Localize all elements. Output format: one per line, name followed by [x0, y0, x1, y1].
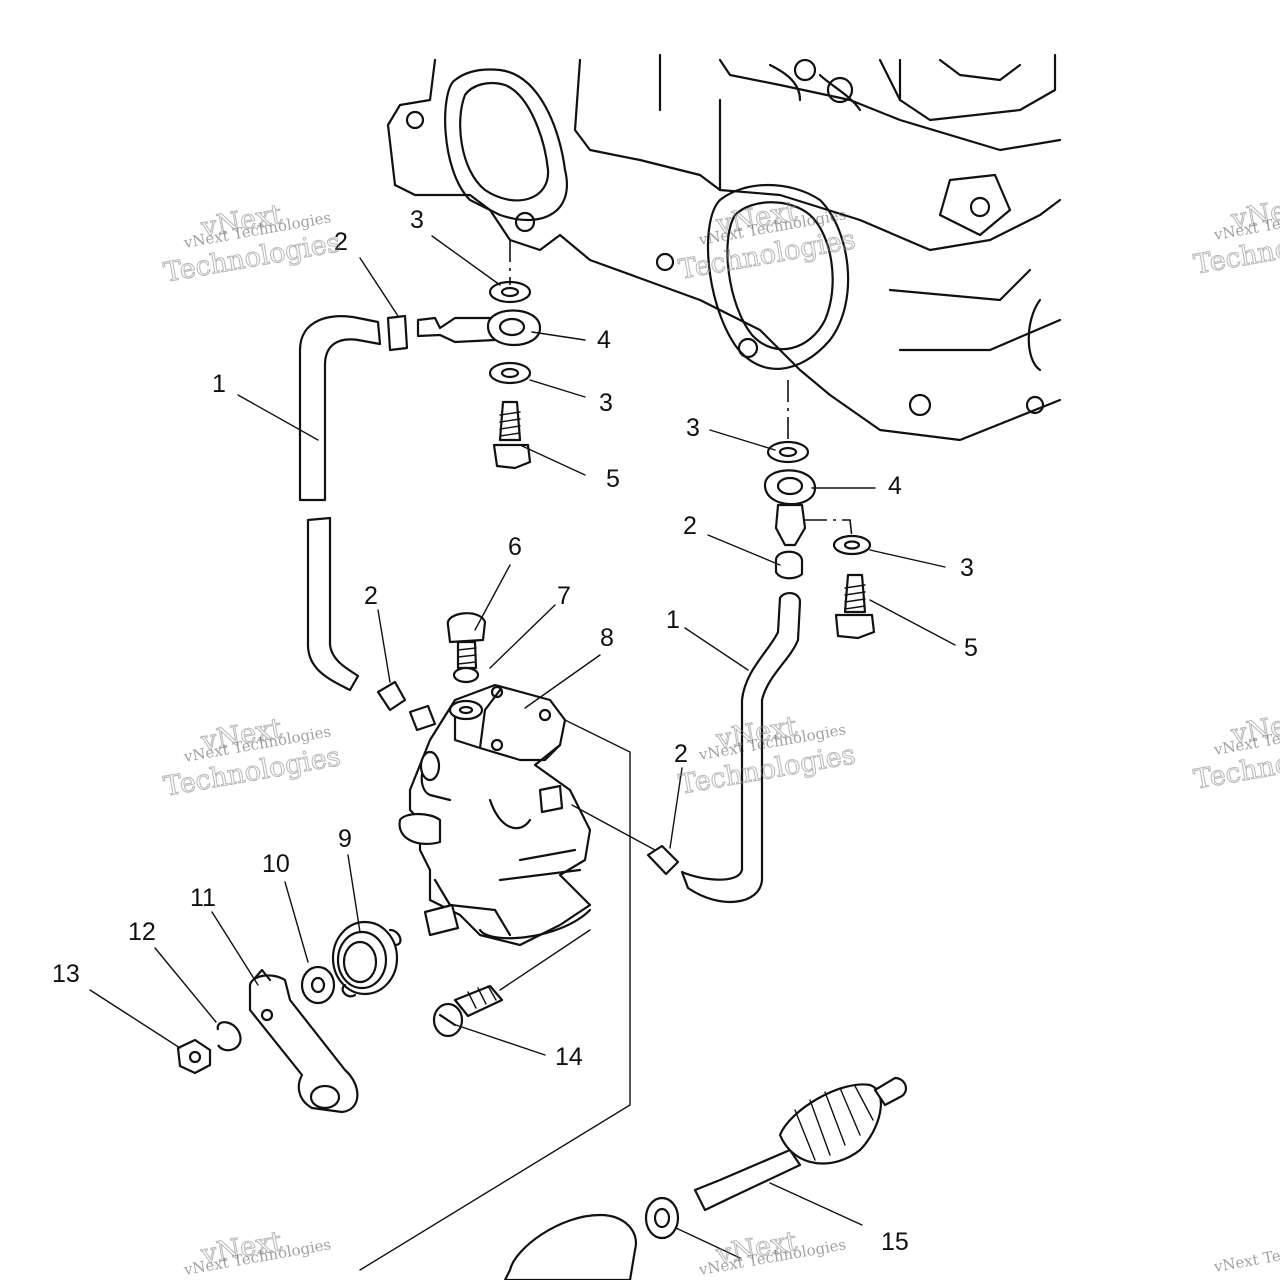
callout-2: 2: [334, 228, 348, 256]
callout-13: 13: [52, 960, 80, 988]
banjo-bolt-right: [834, 573, 876, 640]
sealing-washer-right-a: [766, 440, 810, 464]
fuel-hose-upper-left: [298, 315, 382, 502]
hex-nut: [176, 1038, 212, 1075]
hose-clamp-lower-left: [376, 680, 407, 712]
leader-lines: [89, 235, 956, 1259]
callout-3: 3: [410, 206, 424, 234]
control-lever-components: [176, 920, 402, 1114]
banjo-fitting-upper: [416, 316, 497, 344]
callout-6: 6: [508, 533, 522, 561]
sealing-washer-top-b: [488, 361, 532, 385]
lock-washer: [216, 1021, 242, 1052]
callout-1: 1: [212, 370, 226, 398]
callout-15: 15: [881, 1228, 909, 1256]
callout-2: 2: [683, 512, 697, 540]
callout-12: 12: [128, 918, 156, 946]
left-hose-assembly: [298, 240, 542, 732]
return-spring: [331, 920, 402, 998]
callout-5: 5: [606, 465, 620, 493]
bleed-screw-washer: [452, 666, 480, 684]
sealing-washer-right-b: [832, 534, 872, 556]
callout-3: 3: [599, 389, 613, 417]
oil-pump-body: [408, 683, 592, 947]
drive-bushing: [503, 1213, 638, 1280]
callout-3: 3: [960, 554, 974, 582]
callout-3: 3: [686, 414, 700, 442]
banjo-bolt-upper: [492, 400, 532, 470]
callout-4: 4: [597, 326, 611, 354]
callout-4: 4: [888, 472, 902, 500]
watermark-line: vNext Technologies: [1212, 1232, 1280, 1276]
hose-clamp-right-upper: [774, 550, 804, 580]
callout-11: 11: [190, 884, 216, 912]
engine-cylinder-block: [386, 53, 1062, 442]
banjo-fitting-right: [763, 469, 817, 506]
pump-drive-gear-shaft: [503, 1076, 908, 1280]
hose-clamp-right-lower: [646, 844, 680, 876]
callout-8: 8: [600, 624, 614, 652]
callout-1: 1: [666, 606, 680, 634]
callout-5: 5: [964, 634, 978, 662]
pump-mounting-screw: [432, 984, 504, 1038]
oil-pump-assembly: [359, 612, 656, 1271]
callout-14: 14: [555, 1043, 583, 1071]
bleed-screw: [446, 612, 487, 670]
pump-control-lever: [248, 974, 359, 1114]
shaft-washer: [644, 1196, 680, 1240]
fuel-hose-right: [680, 592, 802, 904]
callout-labels: 1 2 3 4 3 5 3 4 2 3 5 6 7 8 2 1 2 9 10 1…: [52, 206, 978, 1256]
callout-9: 9: [338, 825, 352, 853]
fuel-hose-lower-left: [306, 516, 360, 692]
callout-2: 2: [364, 582, 378, 610]
callout-10: 10: [262, 850, 290, 878]
hose-clamp-upper-left: [386, 314, 409, 352]
callout-7: 7: [557, 582, 571, 610]
lever-washer: [300, 965, 336, 1005]
callout-2: 2: [674, 740, 688, 768]
right-hose-assembly: [646, 380, 876, 904]
